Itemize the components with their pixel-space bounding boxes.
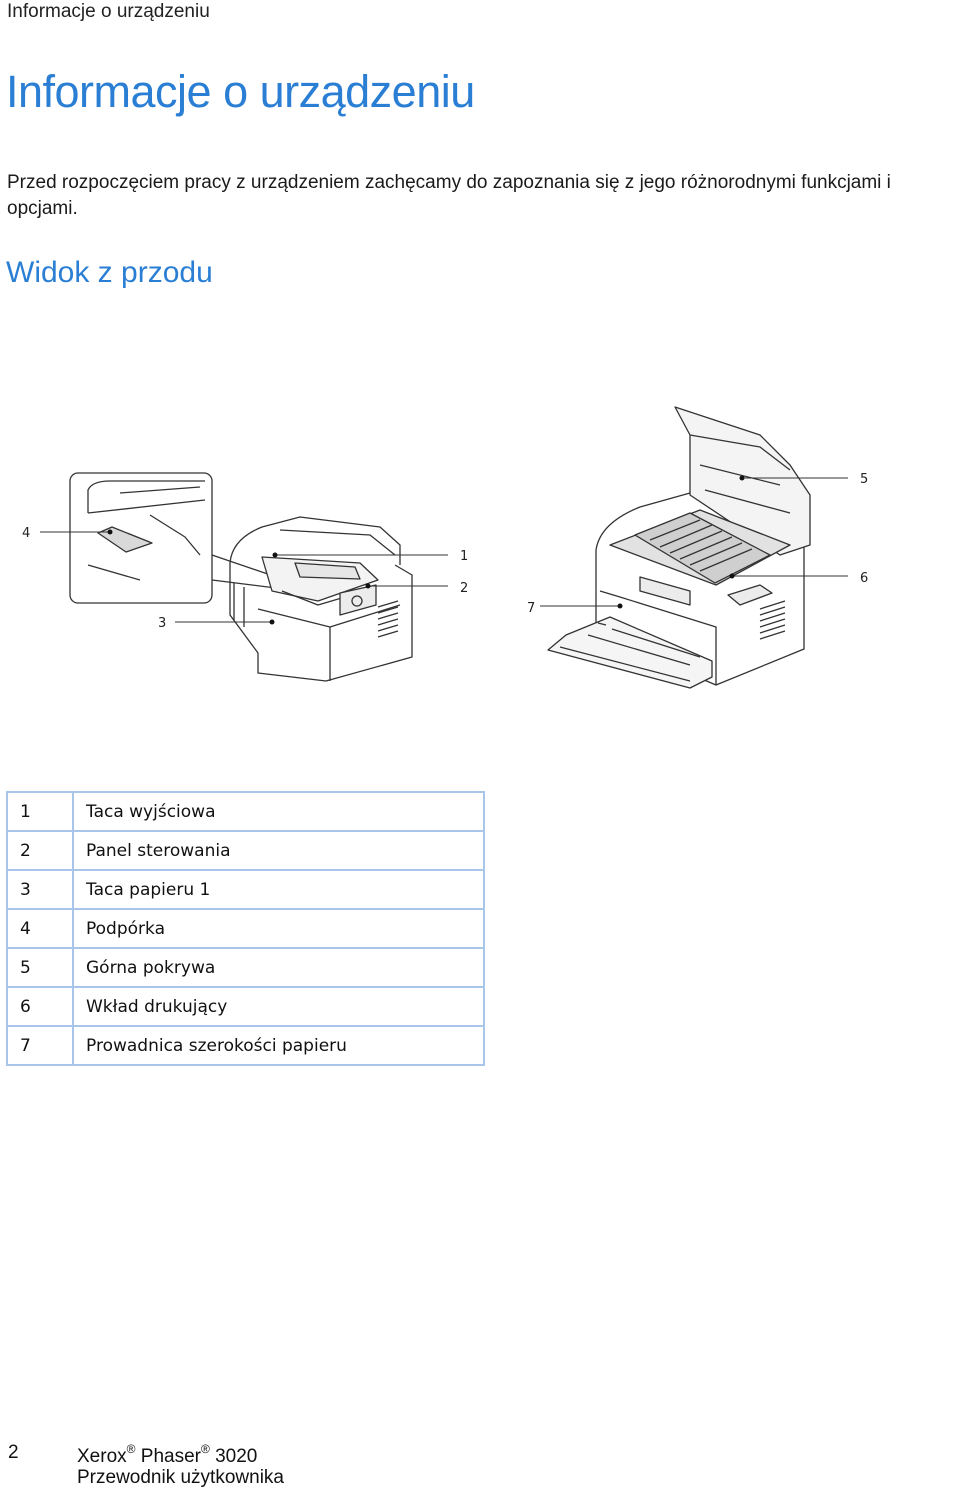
legend-number: 5 (6, 947, 74, 988)
legend-label: Taca papieru 1 (72, 869, 485, 910)
intro-paragraph: Przed rozpoczęciem pracy z urządzeniem z… (7, 172, 891, 219)
registered-mark: ® (126, 1442, 136, 1456)
legend-label: Prowadnica szerokości papieru (72, 1025, 485, 1066)
printer-open (547, 406, 811, 689)
table-row: 5 Górna pokrywa (6, 947, 485, 988)
table-row: 1 Taca wyjściowa (6, 791, 485, 832)
page-title: Informacje o urządzeniu (6, 66, 475, 117)
callout-7: 7 (527, 601, 535, 616)
legend-number: 2 (6, 830, 74, 871)
section-title: Widok z przodu (6, 256, 213, 289)
model-name: Phaser (140, 1446, 201, 1467)
legend-number: 1 (6, 791, 74, 832)
table-row: 4 Podpórka (6, 908, 485, 949)
printer-illustration-svg: 1 2 3 4 5 6 7 (22, 406, 868, 689)
printer-closed (229, 516, 413, 682)
page-number: 2 (8, 1442, 19, 1463)
callout-5: 5 (860, 472, 868, 487)
model-number: 3020 (215, 1446, 258, 1467)
callout-3: 3 (158, 616, 166, 631)
callout-4: 4 (22, 526, 30, 541)
support-zoom-inset (69, 472, 213, 604)
callout-6: 6 (860, 571, 868, 586)
running-header: Informacje o urządzeniu (7, 1, 210, 22)
legend-label: Wkład drukujący (72, 986, 485, 1027)
legend-number: 3 (6, 869, 74, 910)
brand-name: Xerox (77, 1446, 127, 1467)
legend-label: Górna pokrywa (72, 947, 485, 988)
table-row: 2 Panel sterowania (6, 830, 485, 871)
legend-number: 4 (6, 908, 74, 949)
callout-1: 1 (460, 549, 468, 564)
product-name: Xerox® Phaser® 3020 (77, 1442, 257, 1468)
table-row: 7 Prowadnica szerokości papieru (6, 1025, 485, 1066)
legend-number: 6 (6, 986, 74, 1027)
guide-title: Przewodnik użytkownika (77, 1467, 284, 1488)
legend-label: Podpórka (72, 908, 485, 949)
printer-front-view-illustration: 1 2 3 4 5 6 7 (0, 395, 960, 725)
legend-number: 7 (6, 1025, 74, 1066)
parts-legend-table: 1 Taca wyjściowa 2 Panel sterowania 3 Ta… (6, 791, 485, 1066)
table-row: 6 Wkład drukujący (6, 986, 485, 1027)
page-footer: 2 Xerox® Phaser® 3020 Przewodnik użytkow… (0, 1441, 960, 1491)
legend-label: Panel sterowania (72, 830, 485, 871)
legend-label: Taca wyjściowa (72, 791, 485, 832)
registered-mark: ® (200, 1442, 210, 1456)
table-row: 3 Taca papieru 1 (6, 869, 485, 910)
callout-2: 2 (460, 581, 468, 596)
